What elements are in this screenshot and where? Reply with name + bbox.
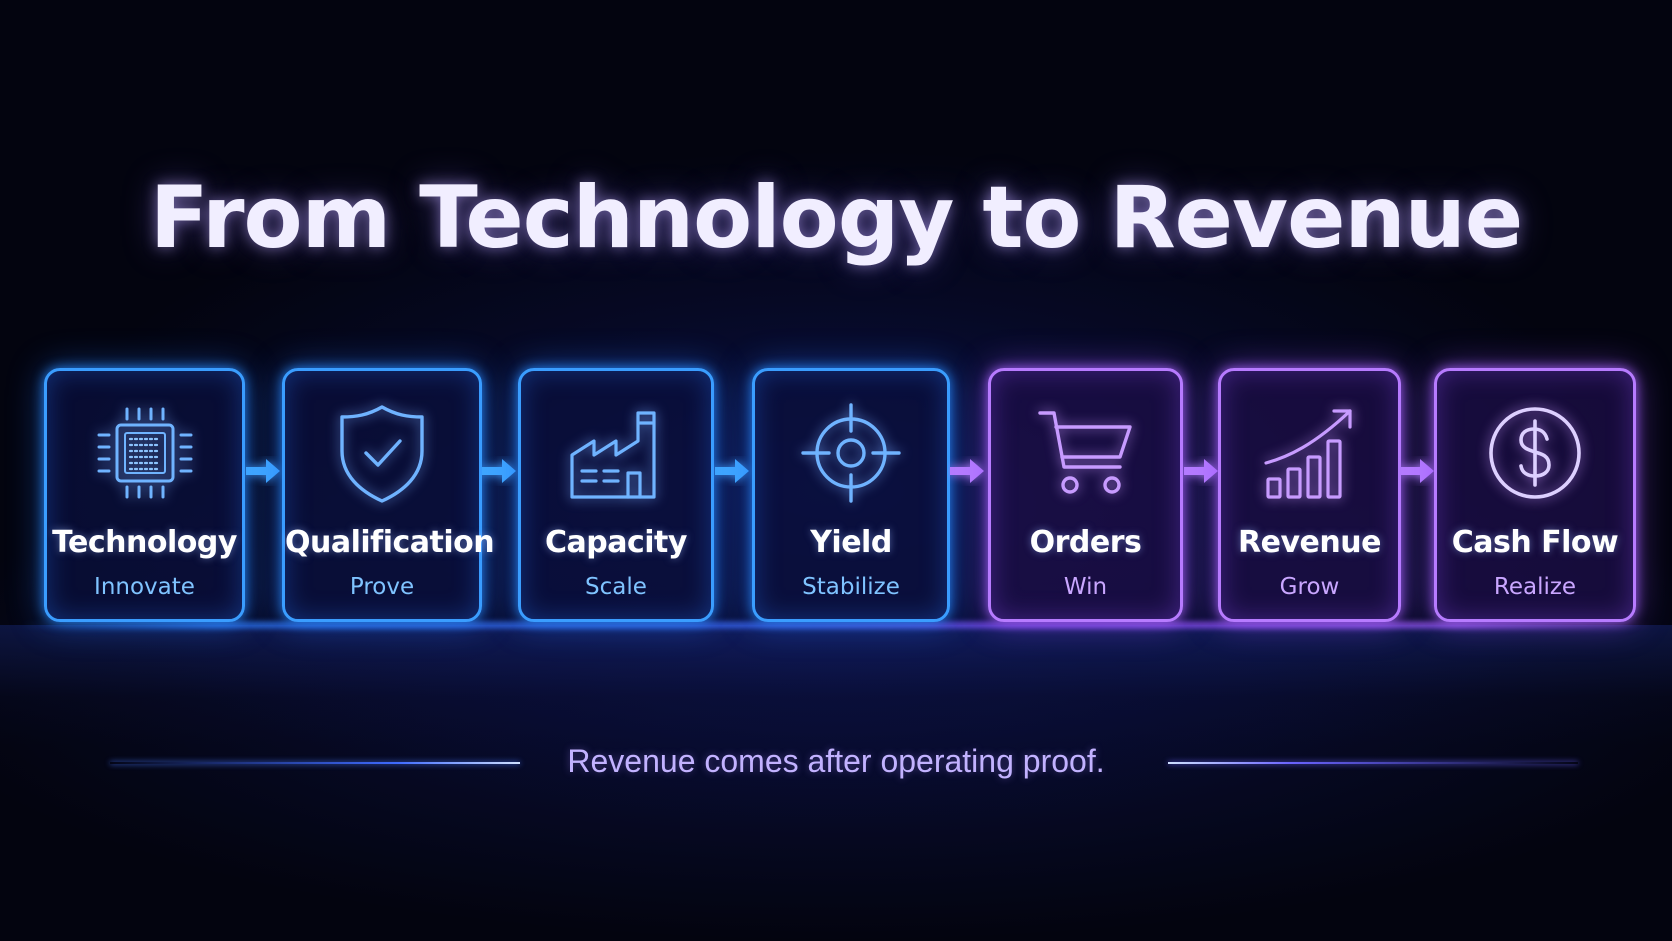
step-label: Revenue bbox=[1238, 525, 1381, 560]
divider-right bbox=[1168, 762, 1578, 764]
step-cash-flow: Cash Flow Realize bbox=[1434, 368, 1636, 622]
step-sublabel: Realize bbox=[1493, 574, 1577, 600]
arrow-right-icon bbox=[715, 459, 749, 483]
step-label: Yield bbox=[810, 525, 892, 560]
step-qualification: Qualification Prove bbox=[282, 368, 495, 622]
floor-glow-line bbox=[20, 622, 1652, 628]
arrow-right-icon bbox=[1400, 459, 1434, 483]
divider-left bbox=[110, 762, 520, 764]
cart-icon bbox=[991, 401, 1180, 505]
step-sublabel: Scale bbox=[585, 574, 647, 600]
chip-icon bbox=[47, 401, 242, 505]
floor-reflection bbox=[0, 625, 1672, 745]
shield-check-icon bbox=[285, 401, 479, 505]
step-sublabel: Innovate bbox=[94, 574, 195, 600]
step-yield: Yield Stabilize bbox=[752, 368, 950, 622]
step-sublabel: Win bbox=[1063, 574, 1108, 600]
step-label: Capacity bbox=[545, 525, 687, 560]
arrow-right-icon bbox=[950, 459, 984, 483]
step-sublabel: Stabilize bbox=[802, 574, 900, 600]
arrow-right-icon bbox=[246, 459, 280, 483]
step-capacity: Capacity Scale bbox=[518, 368, 714, 622]
factory-icon bbox=[521, 401, 711, 505]
arrow-right-icon bbox=[1184, 459, 1218, 483]
page-title: From Technology to Revenue bbox=[149, 168, 1523, 268]
step-sublabel: Grow bbox=[1279, 574, 1340, 600]
step-technology: Technology Innovate bbox=[44, 368, 245, 622]
dollar-icon bbox=[1437, 401, 1633, 505]
target-icon bbox=[755, 401, 947, 505]
step-sublabel: Prove bbox=[349, 574, 415, 600]
step-orders: Orders Win bbox=[988, 368, 1183, 622]
step-label: Orders bbox=[1029, 525, 1142, 560]
growth-chart-icon bbox=[1221, 401, 1398, 505]
step-label: Cash Flow bbox=[1451, 525, 1619, 560]
tagline: Revenue comes after operating proof. bbox=[567, 743, 1105, 779]
step-revenue: Revenue Grow bbox=[1218, 368, 1401, 622]
step-label: Technology bbox=[52, 525, 237, 560]
arrow-right-icon bbox=[482, 459, 516, 483]
step-label: Qualification bbox=[285, 525, 495, 560]
